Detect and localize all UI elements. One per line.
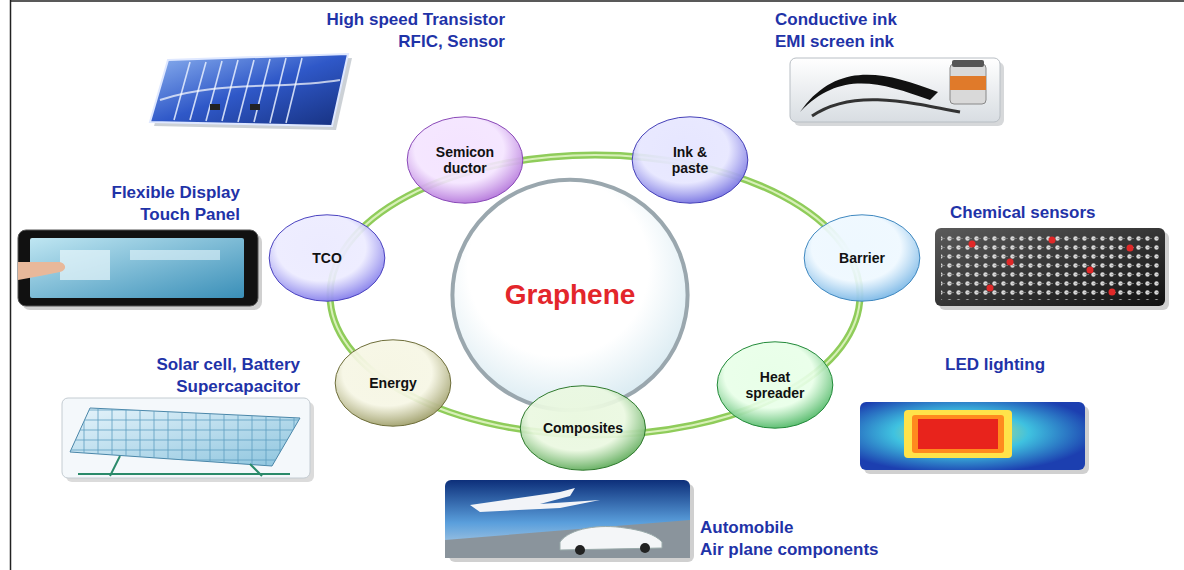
circle-text-group: Semicon ductor — [433, 144, 497, 176]
application-label: Automobile — [700, 518, 794, 538]
vehicle-picture — [445, 480, 694, 562]
application-label: EMI screen ink — [775, 32, 894, 52]
picture-shadow — [939, 232, 1169, 310]
category-circle: TCO — [268, 213, 386, 303]
category-label: Semicon ductor — [433, 144, 497, 176]
category-circle: Barrier — [803, 213, 921, 303]
center-title: Graphene — [505, 279, 636, 311]
sensor-panel — [935, 228, 1165, 306]
circle-text-group: Graphene — [505, 279, 636, 311]
application-label: High speed Transistor — [326, 10, 505, 30]
circle-shape — [804, 215, 920, 301]
application-label: Flexible Display — [112, 183, 241, 203]
sensor-picture — [935, 228, 1169, 310]
screen-panel — [60, 250, 110, 280]
wafer-stripes — [174, 58, 302, 123]
car-wheel — [575, 545, 585, 555]
heat-zone — [912, 415, 1004, 453]
circle-shape — [452, 180, 687, 410]
circle-shape — [335, 340, 451, 426]
circle-text-group: Composites — [543, 420, 623, 436]
flex-circuit — [812, 100, 960, 116]
flex-circuit — [800, 75, 938, 112]
transistor-picture — [150, 54, 352, 130]
molecule-dots — [969, 237, 1134, 296]
application-label: RFIC, Sensor — [398, 32, 505, 52]
chip-pad — [250, 104, 260, 110]
frame-line — [10, 0, 12, 570]
application-label: Chemical sensors — [950, 203, 1096, 223]
chip-pad — [210, 104, 220, 110]
circle-shape — [269, 215, 385, 301]
circle-text-group: Energy — [369, 375, 416, 391]
panel-base — [78, 473, 290, 475]
circle-text-group: TCO — [312, 250, 342, 266]
frame-line — [10, 0, 1184, 2]
jar-lid — [952, 60, 984, 67]
led-picture — [860, 402, 1089, 474]
application-label: Touch Panel — [140, 205, 240, 225]
heat-map — [860, 402, 1085, 470]
category-circle: Ink & paste — [631, 115, 749, 205]
car-wheel — [640, 543, 650, 553]
lattice — [941, 234, 1159, 300]
application-label: Solar cell, Battery — [156, 355, 300, 375]
circle-text-group: Heat spreader — [740, 369, 810, 401]
solar-picture — [62, 398, 314, 482]
circle-text-group: Barrier — [839, 250, 885, 266]
solar-panel — [70, 408, 300, 466]
application-label: Air plane components — [700, 540, 879, 560]
sky — [445, 480, 690, 558]
application-label: LED lighting — [945, 355, 1045, 375]
category-label: Energy — [369, 375, 416, 391]
category-label: TCO — [312, 250, 342, 266]
ink-picture — [790, 58, 1004, 126]
application-label: Conductive ink — [775, 10, 897, 30]
category-label: Heat spreader — [740, 369, 810, 401]
jar-label — [950, 76, 986, 90]
tablet-frame — [18, 230, 258, 306]
ink-jar — [950, 64, 986, 104]
category-circle: Composites — [519, 384, 647, 472]
tablet-picture — [18, 230, 262, 310]
finger — [18, 262, 65, 280]
solar-grid — [70, 408, 300, 466]
road — [445, 520, 690, 558]
wafer-arc — [160, 80, 340, 100]
picture-card — [790, 58, 1000, 122]
category-circle: Energy — [334, 338, 452, 428]
picture-card — [62, 398, 310, 478]
category-label: Ink & paste — [662, 144, 718, 176]
category-label: Barrier — [839, 250, 885, 266]
airplane — [470, 488, 600, 512]
center-circle: Graphene — [450, 175, 690, 415]
circle-shape — [632, 117, 748, 203]
circle-text-group: Ink & paste — [662, 144, 718, 176]
circle-shape — [520, 386, 645, 470]
category-circle: Semicon ductor — [406, 115, 524, 205]
heat-zone — [904, 410, 1012, 458]
application-label: Supercapacitor — [176, 377, 300, 397]
screen-panel — [130, 250, 220, 260]
category-label: Composites — [543, 420, 623, 436]
circle-shape — [407, 117, 523, 203]
wafer — [150, 54, 348, 126]
heat-core — [918, 419, 998, 449]
circle-shape — [717, 342, 833, 428]
category-circle: Heat spreader — [716, 340, 834, 430]
